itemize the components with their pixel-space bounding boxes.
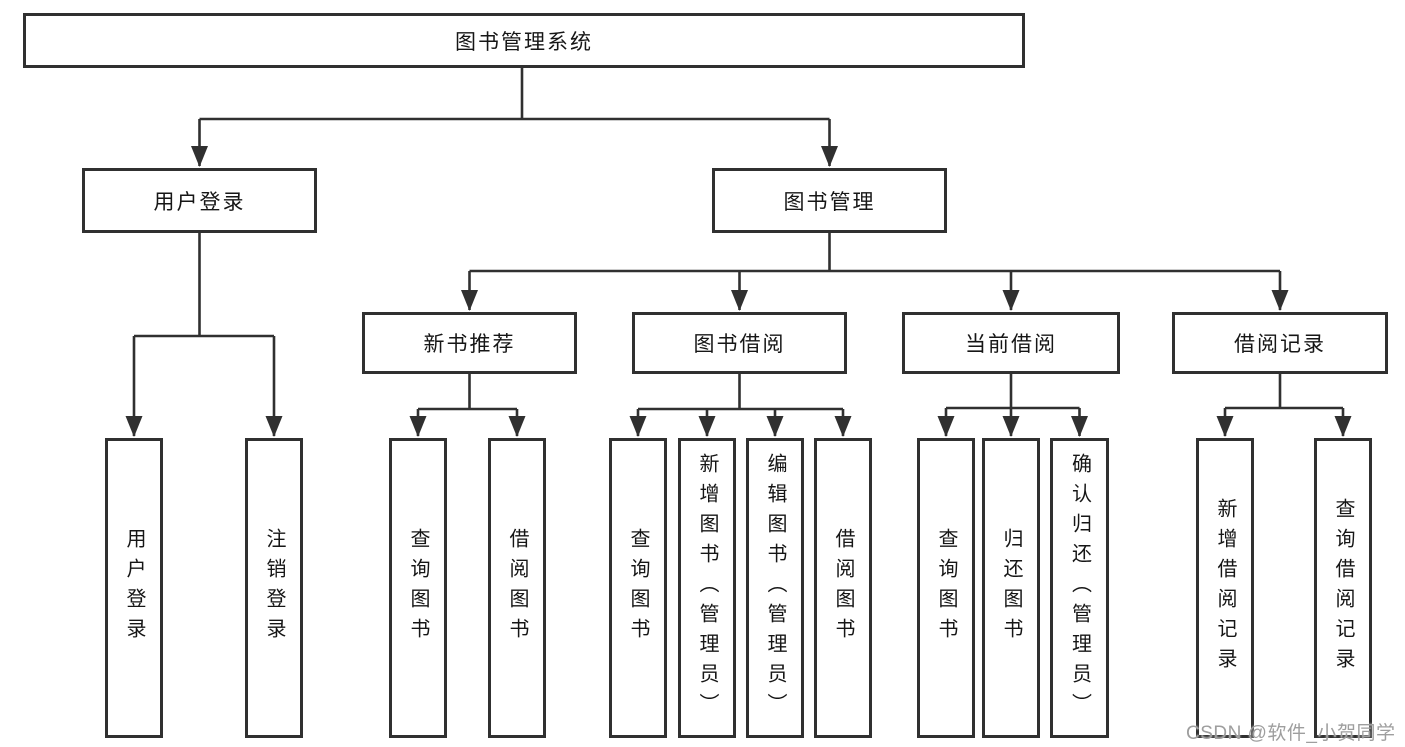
node-label: 当前借阅 bbox=[965, 333, 1057, 356]
leaf-borrow-book: 借阅图书 bbox=[814, 438, 872, 738]
leaf-query-borrow-record: 查询借阅记录 bbox=[1314, 438, 1372, 738]
leaf-add-book-admin: 新增图书（管理员） bbox=[678, 438, 736, 738]
node-label: 用户登录 bbox=[153, 190, 246, 214]
node-label: 新增借阅记录 bbox=[1214, 498, 1236, 678]
node-label: 编辑图书（管理员） bbox=[764, 453, 786, 723]
node-label: 图书管理 bbox=[783, 190, 876, 214]
node-book-management: 图书管理 bbox=[712, 168, 947, 233]
node-label: 查询图书 bbox=[935, 528, 957, 648]
node-label: 注销登录 bbox=[263, 528, 285, 648]
node-borrow-records: 借阅记录 bbox=[1172, 312, 1388, 374]
leaf-return-book: 归还图书 bbox=[982, 438, 1040, 738]
node-user-login: 用户登录 bbox=[82, 168, 317, 233]
leaf-current-query-book: 查询图书 bbox=[917, 438, 975, 738]
csdn-watermark: CSDN @软件_小贺同学 bbox=[1186, 723, 1396, 744]
leaf-borrow-query-book: 查询图书 bbox=[609, 438, 667, 738]
node-label: 查询借阅记录 bbox=[1332, 498, 1354, 678]
node-current-borrow: 当前借阅 bbox=[902, 312, 1120, 374]
leaf-confirm-return-admin: 确认归还（管理员） bbox=[1050, 438, 1109, 738]
leaf-recommend-borrow-book: 借阅图书 bbox=[488, 438, 546, 738]
node-new-book-recommend: 新书推荐 bbox=[362, 312, 577, 374]
leaf-edit-book-admin: 编辑图书（管理员） bbox=[746, 438, 804, 738]
node-label: 图书管理系统 bbox=[455, 30, 593, 54]
leaf-user-login: 用户登录 bbox=[105, 438, 163, 738]
leaf-logout: 注销登录 bbox=[245, 438, 303, 738]
node-label: 查询图书 bbox=[407, 528, 429, 648]
leaf-add-borrow-record: 新增借阅记录 bbox=[1196, 438, 1254, 738]
node-label: 归还图书 bbox=[1000, 528, 1022, 648]
leaf-recommend-query-book: 查询图书 bbox=[389, 438, 447, 738]
node-label: 新增图书（管理员） bbox=[696, 453, 718, 723]
node-label: 借阅记录 bbox=[1234, 333, 1326, 356]
node-label: 新书推荐 bbox=[423, 333, 516, 356]
node-label: 确认归还（管理员） bbox=[1068, 453, 1091, 723]
node-label: 图书借阅 bbox=[693, 333, 786, 356]
node-label: 用户登录 bbox=[123, 528, 145, 648]
node-label: 查询图书 bbox=[627, 528, 649, 648]
node-label: 借阅图书 bbox=[832, 528, 854, 648]
node-label: 借阅图书 bbox=[506, 528, 528, 648]
node-library-management-system: 图书管理系统 bbox=[23, 13, 1025, 68]
node-book-borrow: 图书借阅 bbox=[632, 312, 847, 374]
